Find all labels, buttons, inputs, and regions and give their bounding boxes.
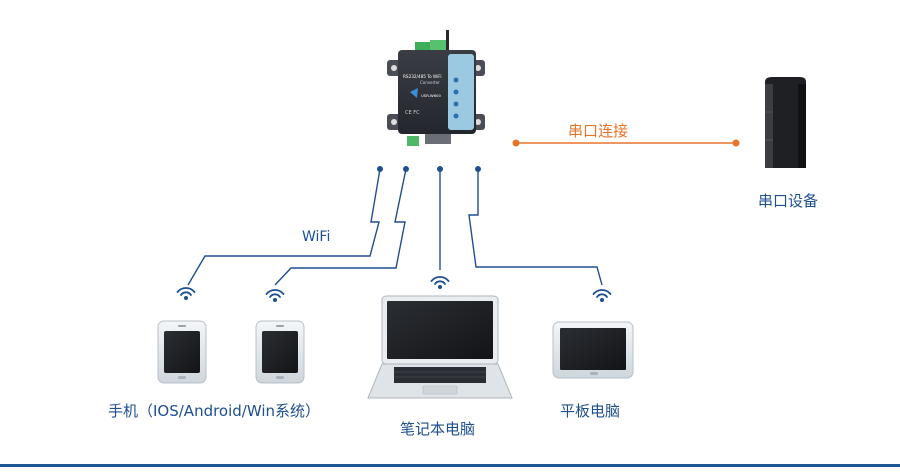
antenna-icon	[446, 30, 449, 50]
wifi-connection-lines	[187, 168, 603, 286]
tablet-label: 平板电脑	[560, 402, 621, 420]
wifi-signal-icon	[176, 287, 196, 300]
device-model-text: RS232/485 To WiFi	[403, 74, 442, 79]
link-to-tablet	[468, 169, 603, 286]
terminal-block	[415, 42, 431, 52]
laptop-label: 笔记本电脑	[400, 420, 476, 438]
link-to-phone-2	[274, 168, 407, 286]
phone-device	[255, 320, 305, 384]
device-model-subtext: Converter	[420, 80, 440, 85]
serial-device-label: 串口设备	[758, 192, 819, 210]
tablet-device	[552, 321, 634, 379]
laptop-device	[367, 295, 513, 399]
wifi-signal-icon	[265, 289, 285, 302]
wifi-converter-device: RS232/485 To WiFi Converter USR-W600 CE …	[387, 30, 485, 146]
terminal-block	[407, 136, 419, 146]
link-to-phone-1	[187, 168, 381, 286]
wifi-endpoints	[377, 166, 481, 172]
phone-label: 手机（IOS/Android/Win系统）	[108, 402, 321, 420]
brand-logo-icon	[410, 88, 418, 98]
terminal-block	[430, 40, 446, 52]
phone-device	[157, 320, 207, 384]
certification-marks: CE FC	[405, 110, 420, 116]
db9-port	[425, 134, 451, 144]
wifi-signal-icon	[592, 289, 612, 302]
device-brand-text: USR-W600	[421, 93, 441, 98]
wifi-signal-icon	[430, 276, 450, 289]
bottom-divider	[0, 464, 900, 467]
serial-connection-label: 串口连接	[568, 122, 629, 140]
serial-connection-line	[512, 139, 740, 147]
serial-device	[765, 77, 806, 168]
led-panel	[448, 54, 474, 130]
wifi-label: WiFi	[302, 229, 331, 245]
